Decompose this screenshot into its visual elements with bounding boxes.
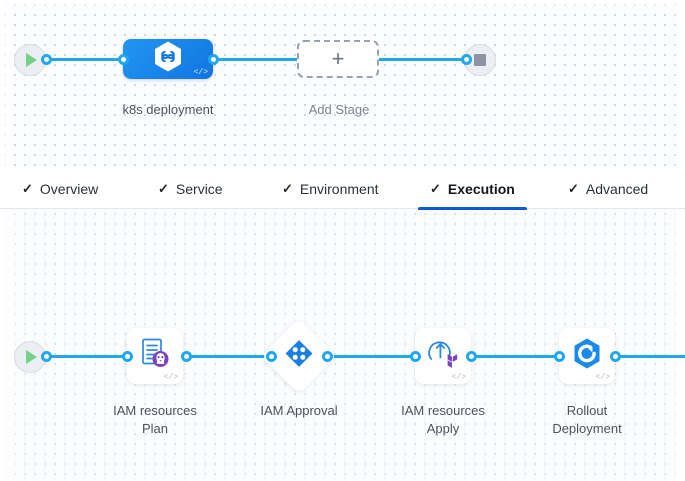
terraform-plan-icon [138, 337, 172, 376]
play-icon [26, 53, 37, 67]
pipeline-start-node[interactable] [14, 44, 46, 76]
plan-output-port[interactable] [181, 351, 192, 362]
harness-approval-icon [284, 339, 314, 374]
tab-advanced-label: Advanced [585, 180, 649, 197]
end-node-port[interactable] [461, 54, 472, 65]
check-icon: ✓ [22, 181, 33, 196]
check-icon: ✓ [568, 181, 579, 196]
check-icon: ✓ [282, 181, 293, 196]
tab-environment[interactable]: ✓ Environment [272, 168, 389, 209]
rollout-input-port[interactable] [554, 351, 565, 362]
code-badge-icon: </> [193, 68, 208, 77]
stage-input-port[interactable] [118, 54, 129, 65]
connector-rollout-out [614, 355, 685, 358]
add-stage-button[interactable]: + [297, 40, 379, 78]
step-label-iam-resources-apply: IAM resources Apply [401, 403, 485, 436]
check-icon: ✓ [430, 181, 441, 196]
connector-start-to-plan [46, 355, 138, 358]
code-badge-icon: </> [451, 373, 466, 382]
execution-start-node[interactable] [14, 341, 46, 373]
tab-service[interactable]: ✓ Service [148, 168, 233, 209]
terraform-apply-icon [425, 337, 461, 376]
apply-input-port[interactable] [410, 351, 421, 362]
tab-execution-label: Execution [447, 180, 515, 197]
play-icon [26, 350, 37, 364]
execution-step-canvas[interactable]: </> IAM resources Plan [0, 209, 685, 481]
step-card-iam-resources-plan[interactable]: </> [127, 328, 183, 384]
plus-icon: + [331, 46, 345, 71]
approval-output-port[interactable] [322, 351, 333, 362]
stage-card-k8s-deployment[interactable]: </> [123, 39, 213, 79]
approval-input-port[interactable] [266, 351, 277, 362]
harness-hexagon-icon [153, 41, 183, 78]
step-card-iam-approval[interactable] [260, 317, 338, 395]
argo-rollout-icon [570, 337, 604, 376]
code-badge-icon: </> [163, 373, 178, 382]
step-card-iam-resources-apply[interactable]: </> [415, 328, 471, 384]
execution-start-port[interactable] [41, 351, 52, 362]
tab-execution[interactable]: ✓ Execution [418, 168, 527, 210]
add-stage-label: Add Stage [308, 102, 370, 117]
step-label-iam-resources-plan: IAM resources Plan [113, 403, 197, 436]
tab-overview[interactable]: ✓ Overview [12, 168, 108, 209]
tab-environment-label: Environment [299, 180, 379, 197]
apply-output-port[interactable] [466, 351, 477, 362]
stop-icon [474, 54, 486, 66]
tab-advanced[interactable]: ✓ Advanced [558, 168, 658, 209]
stage-output-port[interactable] [208, 54, 219, 65]
check-icon: ✓ [158, 181, 169, 196]
plan-input-port[interactable] [122, 351, 133, 362]
connector-approval-to-apply [327, 355, 417, 358]
connector-start-to-stage [46, 58, 124, 61]
connector-plan-to-approval [186, 355, 278, 358]
step-card-rollout-deployment[interactable]: </> [559, 328, 615, 384]
step-label-iam-approval: IAM Approval [260, 403, 338, 418]
stage-label-k8s-deployment: k8s deployment [122, 102, 214, 117]
tab-overview-label: Overview [39, 180, 99, 197]
rollout-output-port[interactable] [610, 351, 621, 362]
start-node-port[interactable] [41, 54, 52, 65]
stage-config-tabs: ✓ Overview ✓ Service ✓ Environment ✓ Exe… [0, 168, 685, 210]
connector-apply-to-rollout [471, 355, 561, 358]
code-badge-icon: </> [595, 373, 610, 382]
tab-service-label: Service [175, 180, 223, 197]
step-label-rollout-deployment: Rollout Deployment [552, 403, 622, 436]
pipeline-stage-canvas[interactable]: </> k8s deployment + Add Stage [0, 0, 685, 169]
